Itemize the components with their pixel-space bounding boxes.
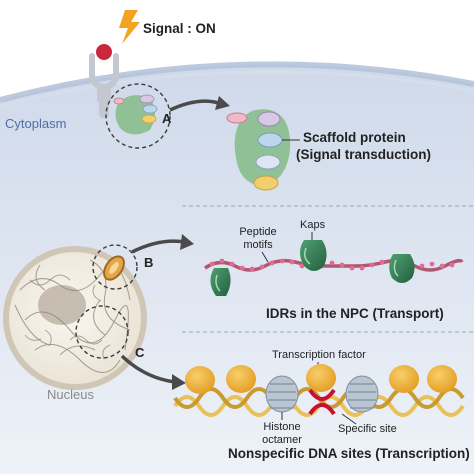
peptide-label: Peptide motifs [234,226,282,251]
signal-label: Signal : ON [143,21,216,36]
cytoplasm-label: Cytoplasm [5,116,67,131]
npc-zoom-circle [92,244,138,290]
peptide-label-line1: Peptide [239,226,277,238]
scaffold-label-1: Scaffold protein [303,130,406,145]
chromatin-zoom-circle [75,305,129,359]
transcription-factors [185,364,457,394]
kap-proteins [210,232,415,296]
idr-label: IDRs in the NPC (Transport) [266,306,444,321]
panel-a-label: A [162,111,172,126]
histone-label-line2: octamer [262,433,302,446]
dna-helix [173,387,465,417]
arrow-b [131,239,186,254]
histone-label: Histone octamer [256,421,308,446]
peptide-label-line2: motifs [243,238,273,251]
panel-b-label: B [144,255,154,270]
nucleus [3,246,147,390]
histone-octamers [265,362,379,425]
nucleus-label: Nucleus [47,387,94,402]
specific-site-label: Specific site [338,423,397,435]
scaffold-label-2: (Signal transduction) [296,147,431,162]
kaps-label: Kaps [300,219,326,231]
scaffold-protein-small [105,83,171,149]
arrow-c [120,354,176,384]
scaffold-protein-large [226,109,300,191]
signal-bolt-icon [119,10,140,44]
nonspecific-label: Nonspecific DNA sites (Transcription) [228,446,470,461]
transcription-factor-label: Transcription factor [272,349,366,361]
histone-label-line1: Histone [263,421,301,433]
panel-c-label: C [135,345,145,360]
